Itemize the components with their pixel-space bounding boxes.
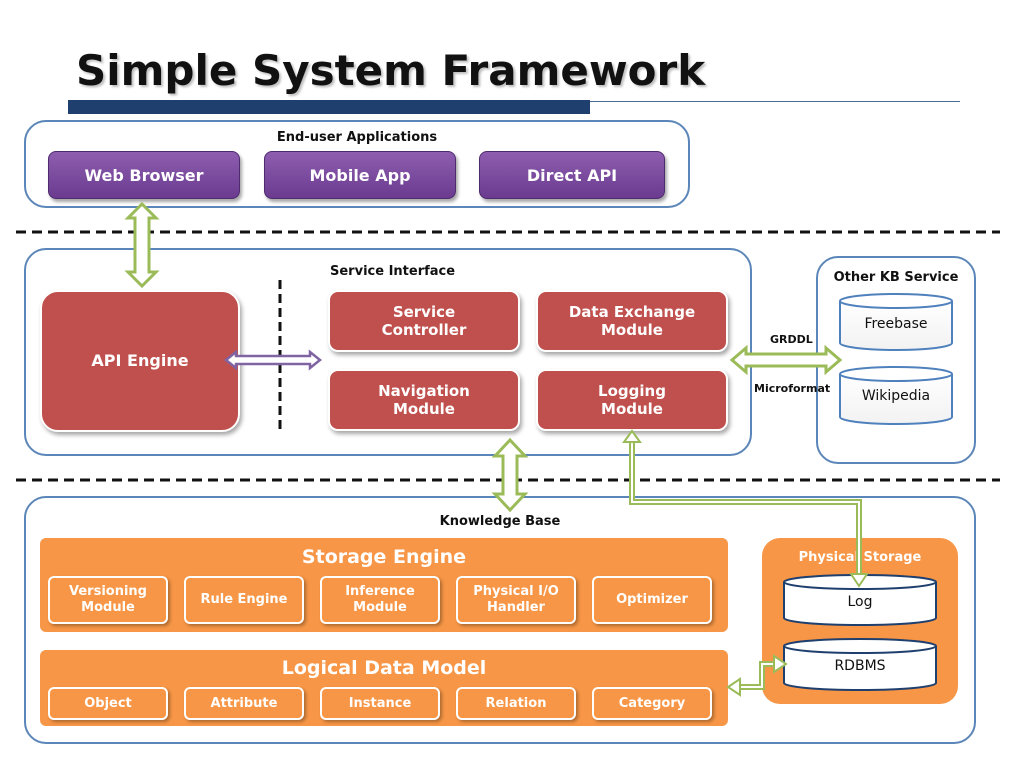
instance-box: Instance [320,687,440,720]
logging-to-log-connector [622,429,869,588]
rdbms-label: RDBMS [834,658,886,674]
api-engine-service-arrow [223,349,323,371]
page-title: Simple System Framework [76,46,706,95]
logging-module-box: Logging Module [536,369,728,431]
service-knowledge-base-arrow [491,437,529,513]
microformat-label: Microformat [754,382,831,395]
data-exchange-other-kb-arrow [729,344,843,376]
mobile-app-box: Mobile App [264,151,456,199]
title-underline-line [590,101,960,102]
grddl-label: GRDDL [770,333,813,346]
title-underline-bar [68,100,590,114]
wikipedia-label: Wikipedia [861,388,931,404]
web-browser-api-engine-arrow [124,201,160,289]
navigation-module-box: Navigation Module [328,369,520,431]
freebase-cylinder [839,293,953,351]
log-label: Log [847,594,873,610]
service-interface-title: Service Interface [330,264,456,279]
storage-engine-title: Storage Engine [301,546,467,568]
web-browser-box: Web Browser [48,151,240,199]
end-user-applications-title: End-user Applications [276,130,438,145]
knowledge-base-title: Knowledge Base [439,514,561,529]
wikipedia-cylinder [839,366,953,425]
rule-engine-box: Rule Engine [184,576,304,624]
versioning-module-box: Versioning Module [48,576,168,624]
rdbms-cylinder [783,638,937,691]
inference-module-box: Inference Module [320,576,440,624]
api-engine-box: API Engine [40,290,240,432]
freebase-label: Freebase [864,316,928,332]
object-box: Object [48,687,168,720]
logical-model-rdbms-connector [726,654,788,697]
relation-box: Relation [456,687,576,720]
category-box: Category [592,687,712,720]
direct-api-box: Direct API [479,151,665,199]
other-kb-service-title: Other KB Service [833,270,959,285]
service-controller-box: Service Controller [328,290,520,352]
logical-data-model-title: Logical Data Model [281,657,487,679]
physical-io-handler-box: Physical I/O Handler [456,576,576,624]
log-cylinder [783,574,937,626]
attribute-box: Attribute [184,687,304,720]
optimizer-box: Optimizer [592,576,712,624]
data-exchange-module-box: Data Exchange Module [536,290,728,352]
other-kb-service-panel [816,256,976,464]
